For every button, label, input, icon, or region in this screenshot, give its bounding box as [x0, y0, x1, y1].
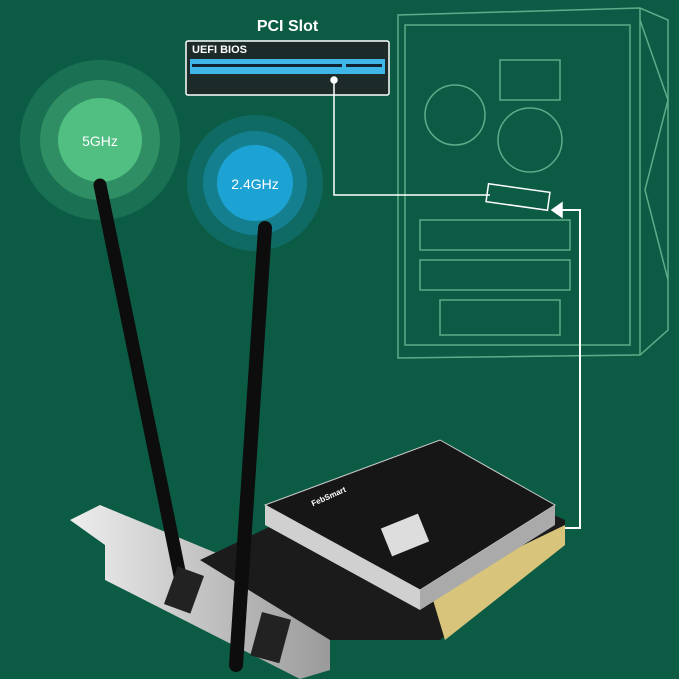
wifi-card: [200, 439, 565, 640]
antenna-5ghz: [93, 178, 204, 614]
pci-slot-title: PCI Slot: [256, 18, 319, 35]
pc-case-outline: [397, 7, 669, 359]
signal-5ghz: [20, 60, 180, 220]
uefi-bios-label: UEFI BIOS: [192, 44, 248, 56]
band-5ghz-label: 5GHz: [82, 133, 118, 149]
antenna-24ghz: [229, 221, 291, 672]
band-24ghz-label: 2.4GHz: [231, 176, 279, 192]
signal-24ghz: [187, 115, 323, 251]
pci-slot-image: [185, 40, 390, 96]
